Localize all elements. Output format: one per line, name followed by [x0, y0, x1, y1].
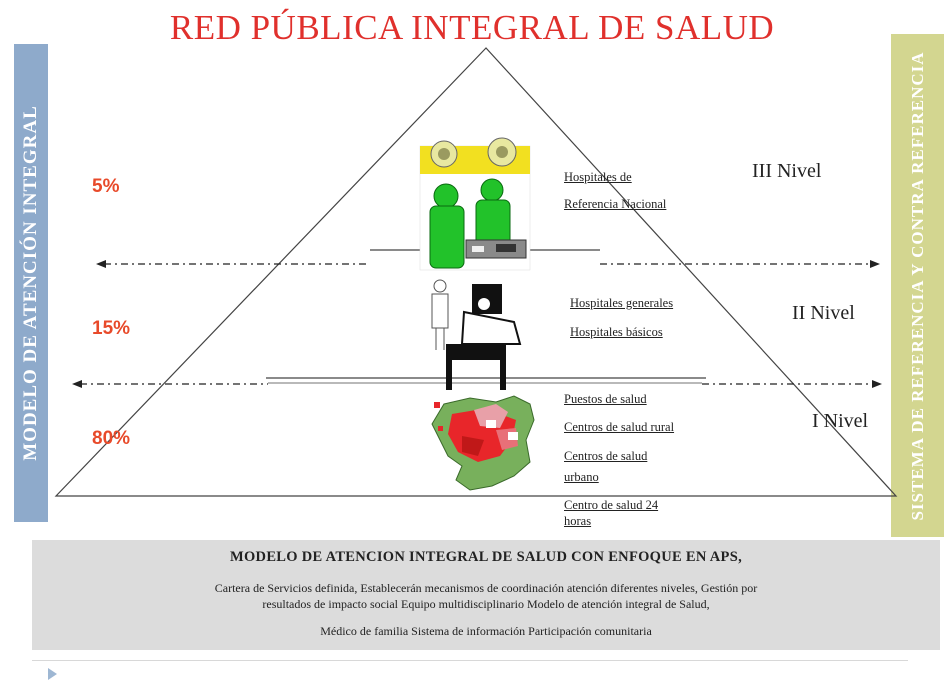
surgery-team-icon: [419, 137, 531, 271]
aps-model-line-3: Médico de familia Sistema de información…: [320, 624, 652, 638]
level-1-label-5: Centro de salud 24: [564, 498, 659, 512]
left-side-banner: MODELO DE ATENCIÓN INTEGRAL: [14, 44, 48, 522]
level-1-label-6: horas: [564, 514, 592, 528]
level-2-label-1: Hospitales generales: [570, 296, 674, 310]
referral-arrow-upper-left-head: [96, 260, 106, 268]
pyramid-diagram: [54, 47, 898, 497]
level-1-label-1: Puestos de salud: [564, 392, 647, 406]
referral-arrow-lower-right-head: [872, 380, 882, 388]
page-title: RED PÚBLICA INTEGRAL DE SALUD: [169, 8, 775, 47]
percent-level-3: 5%: [92, 176, 120, 197]
hospital-bed-patient-icon: [431, 279, 522, 390]
right-side-banner: SISTEMA DE REFERENCIA Y CONTRA REFERENCI…: [891, 34, 944, 537]
referral-arrow-lower-left-head: [72, 380, 82, 388]
percent-level-1: 80%: [92, 428, 131, 449]
percent-level-2: 15%: [92, 318, 131, 339]
aps-model-line-2: resultados de impacto social Equipo mult…: [262, 597, 710, 611]
level-3-label-2: Referencia Nacional: [564, 197, 667, 211]
aps-model-line-1: Cartera de Servicios definida, Establece…: [214, 581, 758, 595]
referral-arrow-upper-right-head: [870, 260, 880, 268]
level-1-name: I Nivel: [812, 410, 869, 432]
footer-divider: [32, 660, 908, 661]
aps-model-title: MODELO DE ATENCION INTEGRAL DE SALUD CON…: [229, 549, 743, 565]
regional-map-icon: [431, 395, 535, 491]
level-3-name: III Nivel: [752, 160, 822, 182]
pyramid-outline: [54, 47, 898, 497]
level-2-label-2: Hospitales básicos: [570, 325, 663, 339]
level-3-label-1: Hospitales de: [564, 170, 632, 184]
level-2-name: II Nivel: [792, 302, 855, 324]
level-1-label-2: Centros de salud rural: [564, 420, 675, 434]
level-1-label-3: Centros de salud: [564, 449, 648, 463]
aps-model-box: MODELO DE ATENCION INTEGRAL DE SALUD CON…: [32, 540, 940, 650]
play-arrow-icon[interactable]: [48, 668, 57, 680]
level-1-label-4: urbano: [564, 470, 599, 484]
